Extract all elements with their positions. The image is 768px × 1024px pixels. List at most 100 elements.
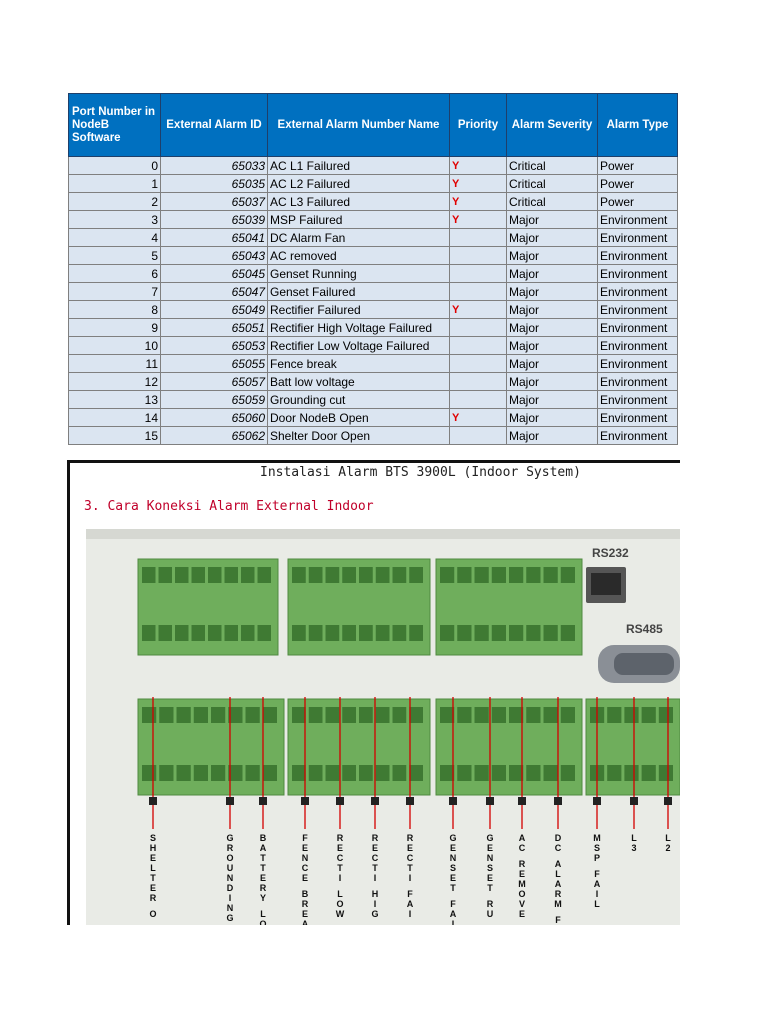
cell-alarm-id: 65060 — [160, 408, 268, 427]
alarm-wiring-document: Instalasi Alarm BTS 3900L (Indoor System… — [67, 460, 680, 925]
header-port-number: Port Number in NodeB Software — [68, 93, 161, 157]
cell-alarm-type: Power — [597, 174, 678, 193]
cell-alarm-name: AC L3 Failured — [267, 192, 450, 211]
cell-alarm-id: 65043 — [160, 246, 268, 265]
cell-priority — [449, 246, 507, 265]
rs485-label: RS485 — [626, 622, 663, 636]
cell-priority — [449, 282, 507, 301]
cell-alarm-id: 65051 — [160, 318, 268, 337]
cell-severity: Major — [506, 318, 598, 337]
cell-alarm-type: Environment — [597, 426, 678, 445]
cell-port: 3 — [68, 210, 161, 229]
cell-alarm-name: Rectifier High Voltage Failured — [267, 318, 450, 337]
cell-alarm-name: AC L1 Failured — [267, 156, 450, 175]
cell-alarm-name: MSP Failured — [267, 210, 450, 229]
cell-alarm-name: Grounding cut — [267, 390, 450, 409]
cell-port: 14 — [68, 408, 161, 427]
rs232-port-icon: RS232 — [586, 546, 629, 603]
cell-severity: Major — [506, 264, 598, 283]
header-alarm-name: External Alarm Number Name — [267, 93, 450, 157]
cell-severity: Major — [506, 282, 598, 301]
rs485-port-icon: RS485 — [598, 622, 680, 683]
cell-port: 4 — [68, 228, 161, 247]
cell-priority — [449, 228, 507, 247]
cell-priority: Y — [449, 408, 507, 427]
cell-severity: Major — [506, 228, 598, 247]
cell-alarm-id: 65033 — [160, 156, 268, 175]
cell-port: 2 — [68, 192, 161, 211]
cell-alarm-type: Environment — [597, 282, 678, 301]
cell-priority: Y — [449, 192, 507, 211]
cell-alarm-id: 65049 — [160, 300, 268, 319]
cell-priority — [449, 354, 507, 373]
cell-alarm-id: 65037 — [160, 192, 268, 211]
header-priority: Priority — [449, 93, 507, 157]
header-alarm-type: Alarm Type — [597, 93, 678, 157]
cell-alarm-type: Environment — [597, 210, 678, 229]
cell-severity: Major — [506, 210, 598, 229]
cell-alarm-name: DC Alarm Fan — [267, 228, 450, 247]
cell-port: 7 — [68, 282, 161, 301]
cell-alarm-type: Environment — [597, 372, 678, 391]
cell-alarm-type: Environment — [597, 228, 678, 247]
rs232-label: RS232 — [592, 546, 629, 560]
cell-alarm-id: 65057 — [160, 372, 268, 391]
cell-port: 5 — [68, 246, 161, 265]
cell-alarm-id: 65047 — [160, 282, 268, 301]
cell-severity: Major — [506, 336, 598, 355]
cell-priority — [449, 426, 507, 445]
cell-priority: Y — [449, 174, 507, 193]
alarm-table: Port Number in NodeB Software External A… — [68, 93, 678, 445]
header-severity: Alarm Severity — [506, 93, 598, 157]
cell-alarm-name: AC removed — [267, 246, 450, 265]
cell-alarm-type: Power — [597, 192, 678, 211]
cell-port: 11 — [68, 354, 161, 373]
cell-alarm-id: 65041 — [160, 228, 268, 247]
document-subtitle: 3. Cara Koneksi Alarm External Indoor — [84, 499, 374, 514]
header-alarm-id: External Alarm ID — [160, 93, 268, 157]
cell-priority — [449, 372, 507, 391]
cell-alarm-id: 65045 — [160, 264, 268, 283]
cell-port: 8 — [68, 300, 161, 319]
cell-severity: Major — [506, 372, 598, 391]
cell-alarm-name: Door NodeB Open — [267, 408, 450, 427]
cell-alarm-id: 65035 — [160, 174, 268, 193]
cell-priority: Y — [449, 300, 507, 319]
cell-alarm-id: 65062 — [160, 426, 268, 445]
cell-alarm-id: 65053 — [160, 336, 268, 355]
cell-port: 13 — [68, 390, 161, 409]
cell-alarm-type: Environment — [597, 390, 678, 409]
cell-priority: Y — [449, 210, 507, 229]
cell-alarm-type: Environment — [597, 408, 678, 427]
cell-severity: Major — [506, 354, 598, 373]
cell-alarm-name: Shelter Door Open — [267, 426, 450, 445]
cell-alarm-name: Rectifier Failured — [267, 300, 450, 319]
cell-alarm-name: Rectifier Low Voltage Failured — [267, 336, 450, 355]
cell-priority — [449, 318, 507, 337]
document-title: Instalasi Alarm BTS 3900L (Indoor System… — [260, 465, 581, 480]
cell-severity: Major — [506, 390, 598, 409]
cell-priority — [449, 336, 507, 355]
